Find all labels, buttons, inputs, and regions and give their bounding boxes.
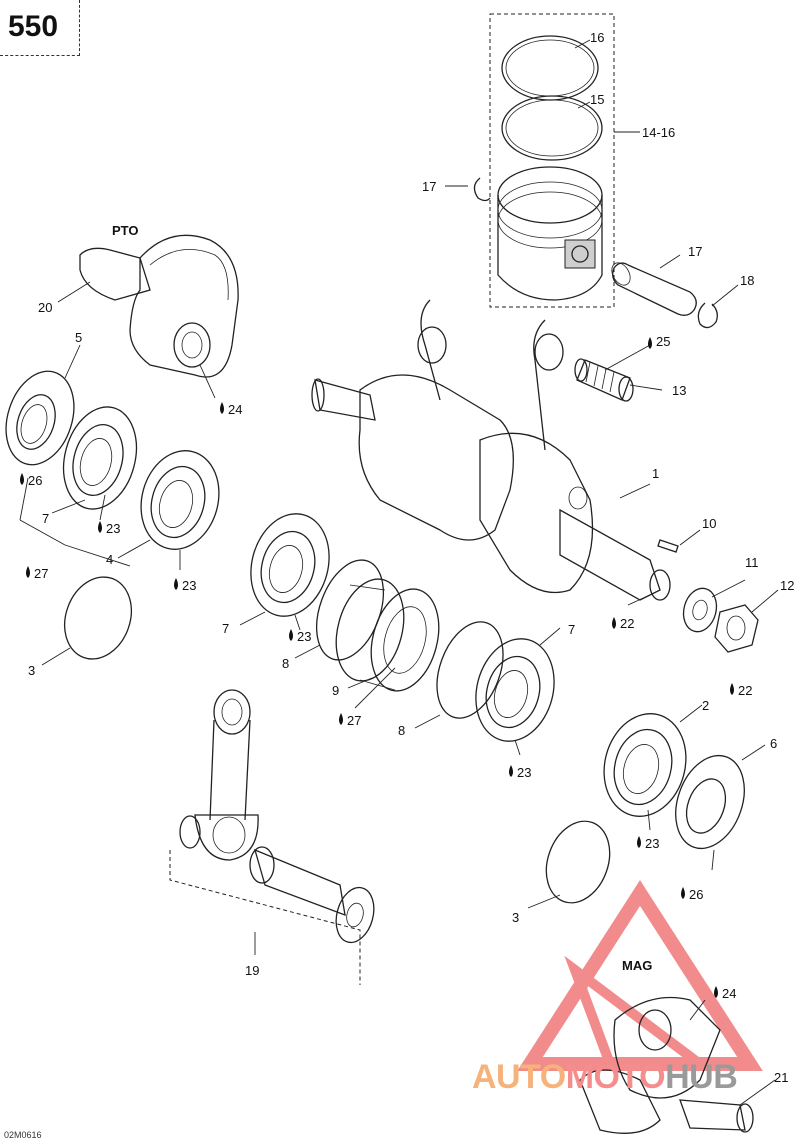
callout-labels: 16 15 14-16 17 PTO 17 18 20 5 25 13 24 1… — [28, 30, 794, 1085]
mag-crank-half — [579, 996, 754, 1134]
callout-24-mag: 24 — [722, 986, 736, 1001]
ball-bearing-7-right — [475, 638, 555, 742]
callout-27-middle: 27 — [347, 713, 361, 728]
oil-seal-6 — [675, 754, 745, 850]
ball-bearing-7-middle — [250, 513, 330, 617]
leader-lines — [19, 39, 779, 1106]
roller-bearing-9 — [335, 578, 440, 692]
callout-3-left: 3 — [28, 663, 35, 678]
connecting-rod-kit — [169, 689, 375, 985]
piston-ring-15 — [501, 95, 603, 161]
callout-3-right: 3 — [512, 910, 519, 925]
callout-18: 18 — [740, 273, 754, 288]
callout-12: 12 — [780, 578, 794, 593]
watermark-hub: HUB — [665, 1058, 738, 1096]
callout-8-b: 8 — [398, 723, 405, 738]
callout-7-right: 7 — [568, 622, 575, 637]
callout-17-circlip: 17 — [422, 179, 436, 194]
circlip-17-upper — [473, 177, 491, 202]
callout-20: 20 — [38, 300, 52, 315]
watermark-moto: MOTO — [565, 1058, 666, 1096]
callout-26-left: 26 — [28, 473, 42, 488]
retaining-ring-8-a — [316, 559, 384, 661]
callout-24-pto: 24 — [228, 402, 242, 417]
label-pto: PTO — [112, 223, 139, 238]
callout-7-middle: 7 — [222, 621, 229, 636]
retaining-ring-8-b — [436, 621, 504, 719]
callout-17-pin: 17 — [688, 244, 702, 259]
piston-kit-box — [489, 13, 615, 308]
circlip-18 — [697, 302, 718, 329]
watermark-text: AUTOMOTOHUB — [472, 1058, 738, 1097]
page-number-box: 550 — [0, 0, 80, 56]
callout-5: 5 — [75, 330, 82, 345]
o-ring-3-left — [64, 576, 132, 660]
nut-12 — [714, 604, 759, 653]
piston-pin — [611, 262, 697, 316]
lubricant-drop-icons — [20, 337, 734, 998]
callout-22-nut: 22 — [738, 683, 752, 698]
woodruff-key — [657, 539, 679, 553]
needle-bearing — [574, 358, 634, 402]
callout-14-16: 14-16 — [642, 125, 675, 140]
callout-22-key: 22 — [620, 616, 634, 631]
callout-6: 6 — [770, 736, 777, 751]
callout-15: 15 — [590, 92, 604, 107]
callout-21: 21 — [774, 1070, 788, 1085]
o-ring-3-right — [545, 820, 611, 904]
callout-16: 16 — [590, 30, 604, 45]
crankshaft-assembly — [311, 299, 671, 601]
pto-crank-half — [79, 234, 239, 378]
callout-4: 4 — [106, 552, 113, 567]
callout-9: 9 — [332, 683, 339, 698]
callout-1: 1 — [652, 466, 659, 481]
piston — [497, 166, 603, 301]
callout-23-right: 23 — [517, 765, 531, 780]
piston-ring-16 — [501, 35, 599, 101]
drawing-code: 02M0616 — [4, 1130, 42, 1140]
callout-2: 2 — [702, 698, 709, 713]
callout-11: 11 — [745, 555, 759, 570]
callout-19: 19 — [245, 963, 259, 978]
callout-25: 25 — [656, 334, 670, 349]
oil-seal-5 — [5, 370, 75, 466]
ball-bearing-4 — [140, 450, 220, 550]
washer-11 — [682, 587, 718, 633]
callout-23-mag: 23 — [645, 836, 659, 851]
page-number: 550 — [8, 10, 59, 43]
label-mag: MAG — [622, 958, 652, 973]
callout-7-left: 7 — [42, 511, 49, 526]
callout-23-bearing4: 23 — [182, 578, 196, 593]
callout-23-middle: 23 — [297, 629, 311, 644]
ball-bearing-2 — [603, 713, 687, 817]
callout-27-left: 27 — [34, 566, 48, 581]
callout-13: 13 — [672, 383, 686, 398]
callout-8-a: 8 — [282, 656, 289, 671]
callout-23-left: 23 — [106, 521, 120, 536]
ball-bearing-7-left — [62, 406, 138, 510]
callout-10: 10 — [702, 516, 716, 531]
callout-26-right: 26 — [689, 887, 703, 902]
watermark-auto: AUTO — [472, 1058, 566, 1096]
watermark-logo — [517, 880, 763, 1071]
